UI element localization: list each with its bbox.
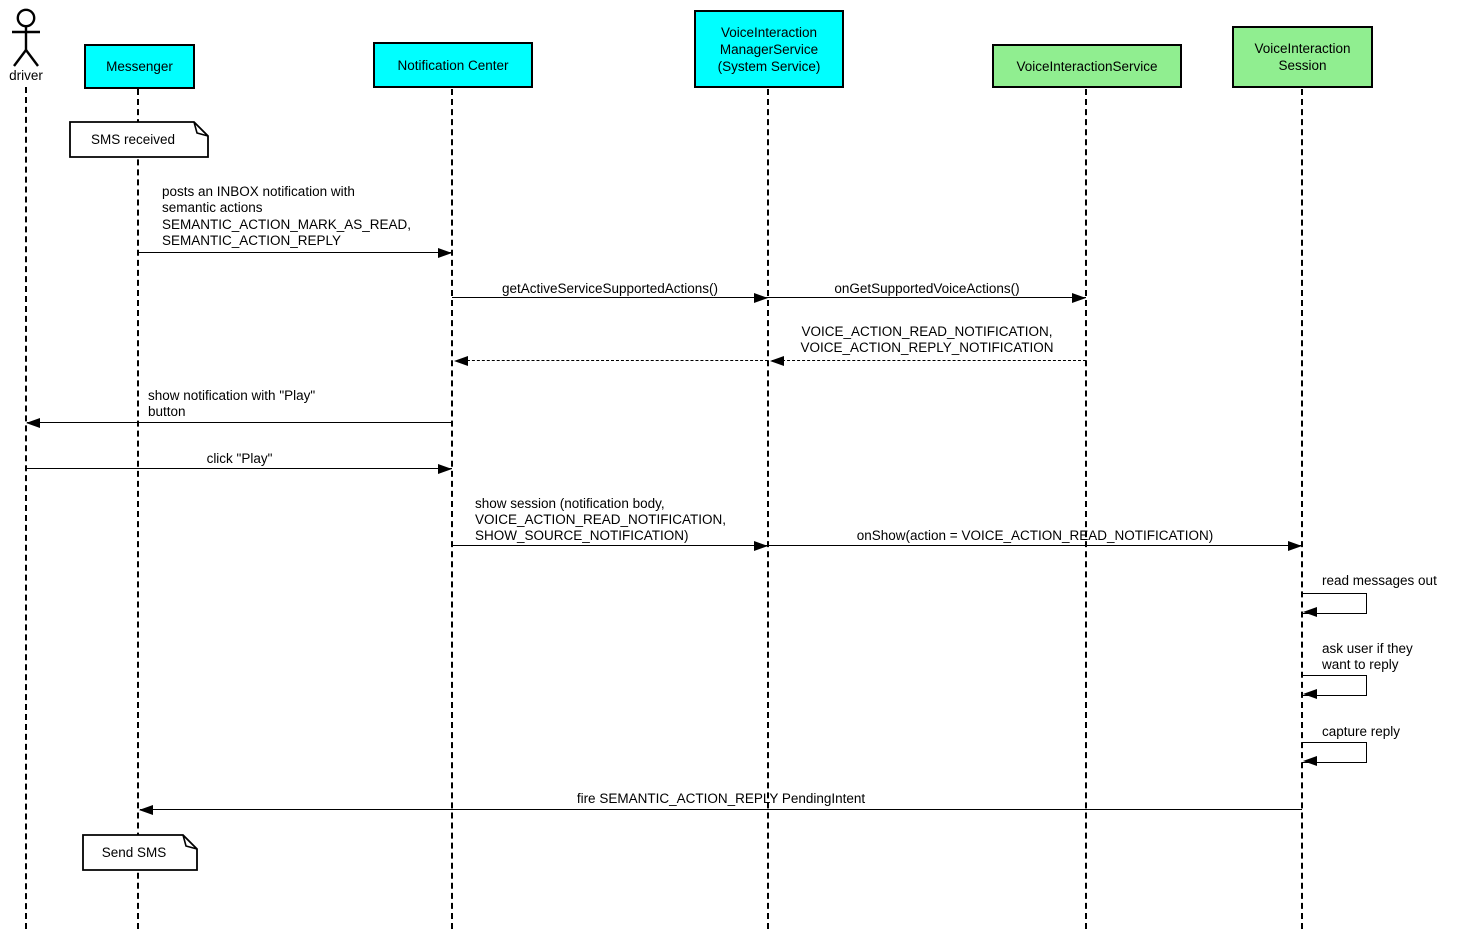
message-voice-actions-return-line (457, 360, 768, 361)
arrowhead-right-icon (754, 293, 768, 303)
arrowhead-left-icon (454, 356, 468, 366)
message-on-get-supported-line (768, 297, 1086, 298)
message-show-session-line (452, 545, 768, 546)
note-shape (82, 834, 198, 871)
arrowhead-left-icon (1303, 689, 1317, 699)
message-get-active-actions-line (452, 297, 768, 298)
note-send-sms-text: Send SMS (101, 845, 167, 860)
lifeline-driver (25, 87, 27, 929)
note-sms-received-text: SMS received (90, 132, 176, 147)
arrowhead-left-icon (770, 356, 784, 366)
participant-messenger: Messenger (84, 44, 195, 89)
message-capture-reply-loop (1302, 742, 1367, 763)
arrowhead-left-icon (26, 418, 40, 428)
lifeline-vims (767, 89, 769, 929)
note-sms-received: SMS received (69, 121, 210, 159)
message-ask-user-label: ask user if they want to reply (1322, 641, 1413, 673)
arrowhead-right-icon (1288, 541, 1302, 551)
message-click-play-label: click "Play" (206, 451, 273, 466)
message-show-session-label: show session (notification body, VOICE_A… (475, 496, 727, 543)
message-ask-user-loop (1302, 675, 1367, 696)
message-voice-actions-return-line2 (772, 360, 1086, 361)
message-posts-inbox-line (139, 252, 452, 253)
message-fire-reply-label: fire SEMANTIC_ACTION_REPLY PendingIntent (576, 791, 866, 806)
arrowhead-right-icon (1072, 293, 1086, 303)
participant-vims: VoiceInteraction ManagerService (System … (694, 10, 844, 88)
participant-notification-center: Notification Center (373, 42, 533, 88)
message-fire-reply-line (140, 809, 1302, 810)
lifeline-messenger (137, 89, 139, 929)
message-voice-actions-return-label: VOICE_ACTION_READ_NOTIFICATION, VOICE_AC… (800, 324, 1054, 355)
message-on-get-supported-label: onGetSupportedVoiceActions() (834, 281, 1020, 296)
message-capture-reply-label: capture reply (1322, 724, 1401, 739)
note-shape (69, 121, 209, 158)
arrowhead-left-icon (1303, 756, 1317, 766)
message-click-play-line (27, 468, 452, 469)
participant-vis: VoiceInteractionService (992, 44, 1182, 88)
message-on-show-label: onShow(action = VOICE_ACTION_READ_NOTIFI… (856, 528, 1214, 543)
message-posts-inbox-label: posts an INBOX notification with semanti… (162, 184, 412, 248)
lifeline-visession (1301, 89, 1303, 929)
message-show-notification-line (27, 422, 452, 423)
participant-visession: VoiceInteraction Session (1232, 26, 1373, 88)
arrowhead-right-icon (438, 464, 452, 474)
message-on-show-line (768, 545, 1302, 546)
actor-icon (12, 8, 40, 67)
message-get-active-actions-label: getActiveServiceSupportedActions() (501, 281, 719, 296)
arrowhead-right-icon (438, 248, 452, 258)
arrowhead-left-icon (1303, 607, 1317, 617)
lifeline-vis (1085, 89, 1087, 929)
lifeline-notification-center (451, 89, 453, 929)
note-send-sms: Send SMS (82, 834, 199, 872)
arrowhead-left-icon (139, 805, 153, 815)
message-read-messages-label: read messages out (1322, 573, 1437, 588)
message-show-notification-label: show notification with "Play" button (148, 388, 316, 420)
arrowhead-right-icon (754, 541, 768, 551)
actor-label: driver (9, 68, 43, 83)
message-read-messages-loop (1302, 593, 1367, 614)
